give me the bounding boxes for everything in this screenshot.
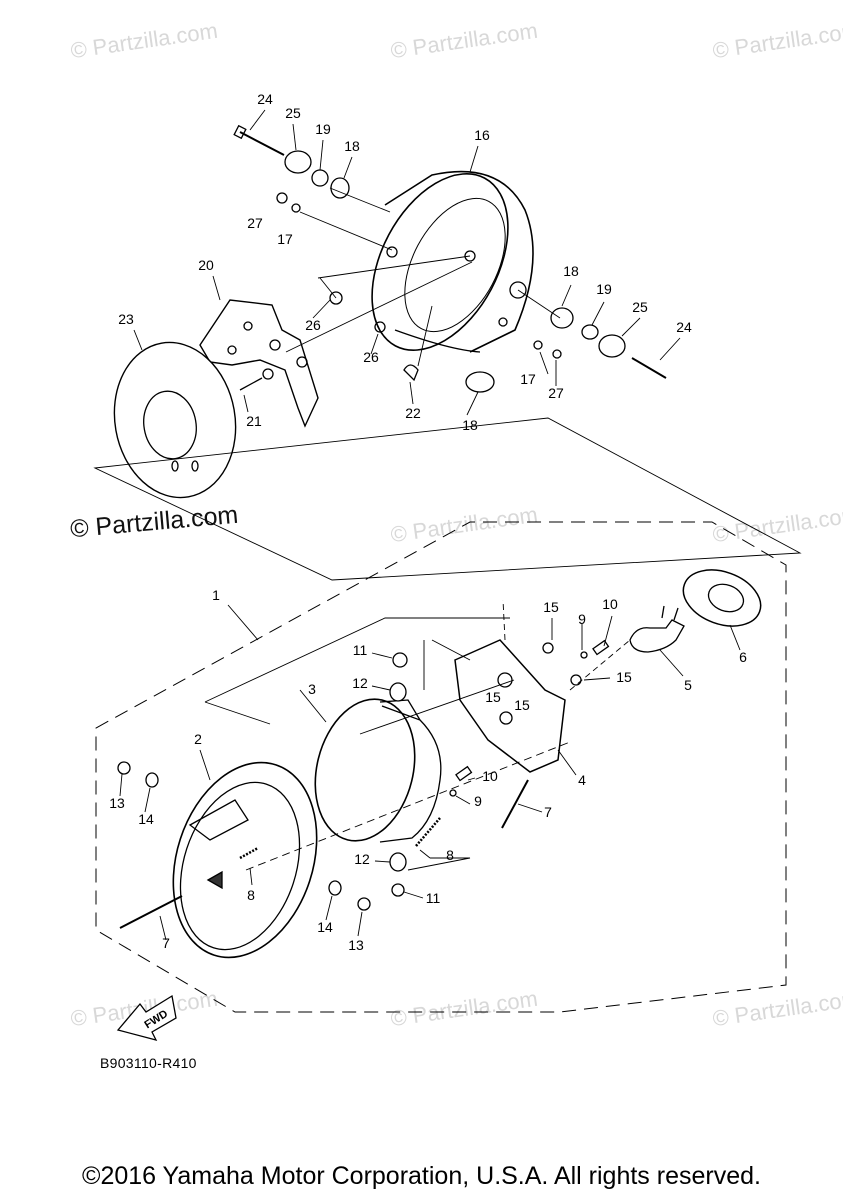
callout-21: 21: [246, 413, 262, 429]
callout-27: 27: [247, 215, 263, 231]
headlight-housing: [371, 170, 534, 353]
fwd-arrow: [116, 994, 177, 1041]
callout-26: 26: [305, 317, 321, 333]
headlight-rim: [172, 761, 318, 959]
callout-10: 10: [602, 596, 618, 612]
callout-3: 3: [308, 681, 316, 697]
lower-guide-lines: [204, 599, 631, 871]
callout-4: 4: [578, 772, 586, 788]
callout-8: 8: [446, 847, 454, 863]
callout-25: 25: [285, 105, 301, 121]
callout-14: 14: [138, 811, 154, 827]
callout-18: 18: [462, 417, 478, 433]
headlight-lens-unit: [314, 698, 442, 843]
drawing-code: B903110-R410: [100, 1055, 197, 1071]
mounting-bracket: [199, 299, 319, 428]
callout-leaders: [119, 109, 741, 941]
callout-15: 15: [543, 599, 559, 615]
callout-12: 12: [354, 851, 370, 867]
callout-10: 10: [482, 768, 498, 784]
callout-11: 11: [426, 890, 441, 906]
callout-2: 2: [194, 731, 202, 747]
callout-17: 17: [520, 371, 536, 387]
upper-hardware: [233, 124, 667, 393]
callout-11: 11: [353, 642, 368, 658]
callout-1: 1: [212, 587, 220, 603]
callout-8: 8: [247, 887, 255, 903]
callout-23: 23: [118, 311, 134, 327]
callout-15: 15: [485, 689, 501, 705]
cover-plate: [113, 341, 237, 499]
callout-27: 27: [548, 385, 564, 401]
upper-guide-lines: [285, 187, 561, 353]
reflector-case: [454, 639, 566, 773]
callout-18: 18: [344, 138, 360, 154]
callout-19: 19: [315, 121, 331, 137]
callout-26: 26: [363, 349, 379, 365]
callout-24: 24: [257, 91, 273, 107]
callout-13: 13: [348, 937, 364, 953]
callout-22: 22: [405, 405, 421, 421]
callout-24: 24: [676, 319, 692, 335]
callout-15: 15: [616, 669, 632, 685]
callout-14: 14: [317, 919, 333, 935]
callout-5: 5: [684, 677, 692, 693]
callout-17: 17: [277, 231, 293, 247]
callout-9: 9: [578, 611, 586, 627]
callout-7: 7: [544, 804, 552, 820]
callout-25: 25: [632, 299, 648, 315]
headlight-unit-boundary: [95, 521, 787, 1013]
callout-19: 19: [596, 281, 612, 297]
callout-12: 12: [352, 675, 368, 691]
callout-9: 9: [474, 793, 482, 809]
callout-7: 7: [162, 935, 170, 951]
callout-16: 16: [474, 127, 490, 143]
bulb-socket-cover: [682, 569, 762, 627]
headlight-bulb: [629, 605, 685, 653]
callout-13: 13: [109, 795, 125, 811]
assembly-boundary: [93, 417, 802, 581]
callout-15: 15: [514, 697, 530, 713]
callout-6: 6: [739, 649, 747, 665]
callout-20: 20: [198, 257, 214, 273]
copyright-notice: ©2016 Yamaha Motor Corporation, U.S.A. A…: [82, 1162, 761, 1190]
callout-18: 18: [563, 263, 579, 279]
